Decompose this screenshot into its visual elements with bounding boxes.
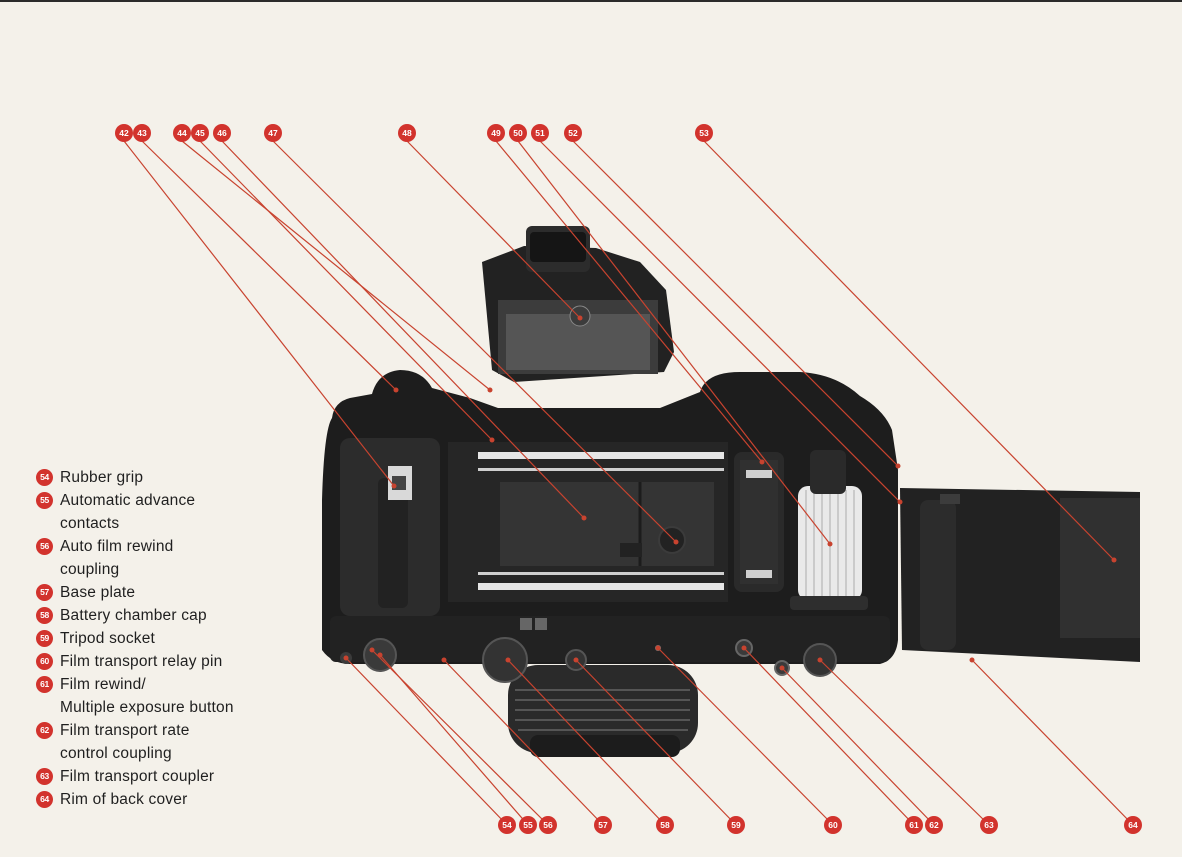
callout-label: 54 bbox=[502, 820, 512, 830]
leader-dots bbox=[343, 315, 1117, 671]
callout-label: 49 bbox=[491, 128, 501, 138]
legend-item-59: 59 Tripod socket bbox=[36, 627, 326, 650]
callout-label: 52 bbox=[568, 128, 578, 138]
callout-42: 42 bbox=[115, 124, 133, 142]
callout-47: 47 bbox=[264, 124, 282, 142]
callout-label: 55 bbox=[523, 820, 533, 830]
callout-label: 48 bbox=[402, 128, 412, 138]
callout-57: 57 bbox=[594, 816, 612, 834]
callout-49: 49 bbox=[487, 124, 505, 142]
legend-text: coupling bbox=[60, 561, 120, 578]
legend-text: Film transport relay pin bbox=[60, 653, 223, 670]
callout-50: 50 bbox=[509, 124, 527, 142]
callout-53: 53 bbox=[695, 124, 713, 142]
callout-60: 60 bbox=[824, 816, 842, 834]
callout-label: 45 bbox=[195, 128, 205, 138]
callout-label: 58 bbox=[660, 820, 670, 830]
lens bbox=[508, 665, 698, 757]
legend-item-57: 57 Base plate bbox=[36, 581, 326, 604]
top-rule bbox=[0, 0, 1182, 2]
callout-61: 61 bbox=[905, 816, 923, 834]
legend-text: Rubber grip bbox=[60, 469, 144, 486]
legend-item-62: 62 Film transport rate control coupling bbox=[36, 719, 326, 765]
shutter-curtain bbox=[500, 482, 714, 566]
callout-63: 63 bbox=[980, 816, 998, 834]
legend-text: control coupling bbox=[60, 745, 172, 762]
callout-label: 62 bbox=[929, 820, 939, 830]
callout-label: 60 bbox=[828, 820, 838, 830]
legend-text: Auto film rewind bbox=[60, 538, 174, 555]
callout-64: 64 bbox=[1124, 816, 1142, 834]
legend-text: contacts bbox=[60, 515, 120, 532]
callout-label: 63 bbox=[984, 820, 994, 830]
callout-52: 52 bbox=[564, 124, 582, 142]
legend-item-55: 55 Automatic advance contacts bbox=[36, 489, 326, 535]
legend-number: 57 bbox=[36, 584, 53, 601]
legend-number: 58 bbox=[36, 607, 53, 624]
legend-number: 61 bbox=[36, 676, 53, 693]
legend-item-61: 61 Film rewind/ Multiple exposure button bbox=[36, 673, 326, 719]
camera-illustration bbox=[322, 226, 1140, 757]
callout-48: 48 bbox=[398, 124, 416, 142]
legend-item-60: 60 Film transport relay pin bbox=[36, 650, 326, 673]
callouts-bottom: 54 55 56 57 58 59 60 61 62 63 64 bbox=[498, 816, 1142, 834]
callout-label: 56 bbox=[543, 820, 553, 830]
legend-text: Film transport rate bbox=[60, 722, 190, 739]
callout-label: 57 bbox=[598, 820, 608, 830]
callout-58: 58 bbox=[656, 816, 674, 834]
callout-44: 44 bbox=[173, 124, 191, 142]
callout-62: 62 bbox=[925, 816, 943, 834]
legend-text: Multiple exposure button bbox=[60, 699, 234, 716]
callout-label: 64 bbox=[1128, 820, 1138, 830]
callout-55: 55 bbox=[519, 816, 537, 834]
callout-54: 54 bbox=[498, 816, 516, 834]
callout-59: 59 bbox=[727, 816, 745, 834]
legend-item-64: 64 Rim of back cover bbox=[36, 788, 326, 811]
legend-item-58: 58 Battery chamber cap bbox=[36, 604, 326, 627]
callout-label: 46 bbox=[217, 128, 227, 138]
legend-item-63: 63 Film transport coupler bbox=[36, 765, 326, 788]
callout-label: 42 bbox=[119, 128, 129, 138]
legend-text: Film transport coupler bbox=[60, 768, 215, 785]
legend-text: Battery chamber cap bbox=[60, 607, 207, 624]
callout-43: 43 bbox=[133, 124, 151, 142]
callout-51: 51 bbox=[531, 124, 549, 142]
leader-lines bbox=[123, 140, 1134, 826]
legend-number: 63 bbox=[36, 768, 53, 785]
legend-text: Rim of back cover bbox=[60, 791, 188, 808]
callout-label: 50 bbox=[513, 128, 523, 138]
legend-item-54: 54 Rubber grip bbox=[36, 466, 326, 489]
parts-legend: 54 Rubber grip 55 Automatic advance cont… bbox=[36, 466, 326, 811]
callout-label: 51 bbox=[535, 128, 545, 138]
legend-number: 62 bbox=[36, 722, 53, 739]
legend-number: 59 bbox=[36, 630, 53, 647]
legend-item-56: 56 Auto film rewind coupling bbox=[36, 535, 326, 581]
callout-label: 47 bbox=[268, 128, 278, 138]
legend-number: 54 bbox=[36, 469, 53, 486]
viewfinder-prism bbox=[482, 226, 674, 382]
legend-number: 55 bbox=[36, 492, 53, 509]
callout-46: 46 bbox=[213, 124, 231, 142]
legend-text: Base plate bbox=[60, 584, 136, 601]
legend-text: Automatic advance bbox=[60, 492, 196, 509]
callout-45: 45 bbox=[191, 124, 209, 142]
legend-number: 60 bbox=[36, 653, 53, 670]
callouts-top: 42 43 44 45 46 47 48 49 50 51 52 53 bbox=[115, 124, 713, 142]
callout-label: 59 bbox=[731, 820, 741, 830]
legend-text: Film rewind/ bbox=[60, 676, 146, 693]
legend-number: 56 bbox=[36, 538, 53, 555]
legend-text: Tripod socket bbox=[60, 630, 156, 647]
callout-56: 56 bbox=[539, 816, 557, 834]
callout-label: 53 bbox=[699, 128, 709, 138]
callout-label: 44 bbox=[177, 128, 187, 138]
callout-label: 43 bbox=[137, 128, 147, 138]
legend-number: 64 bbox=[36, 791, 53, 808]
callout-label: 61 bbox=[909, 820, 919, 830]
